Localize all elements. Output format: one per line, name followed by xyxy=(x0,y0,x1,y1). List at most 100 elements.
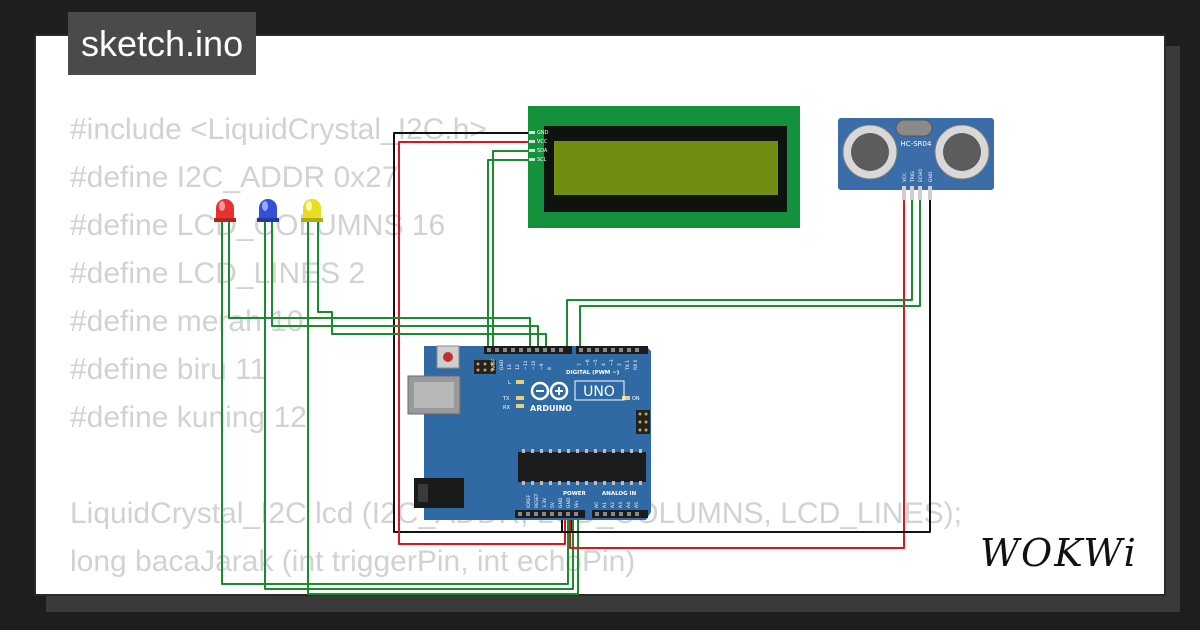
sensor-pin-label: GND xyxy=(928,171,934,182)
usb-port-inner xyxy=(414,382,454,408)
wire-led-blue-cathode[interactable] xyxy=(264,222,574,590)
sensor-transmitter-mesh xyxy=(851,133,889,171)
pin-label: A2 xyxy=(610,502,616,508)
pin-label: GND xyxy=(566,497,572,508)
logo-ring-left xyxy=(530,381,550,401)
wire-led-blue-anode[interactable] xyxy=(271,222,539,350)
digital-header-pins xyxy=(487,348,639,352)
arduino-logo: UNO ARDUINO xyxy=(530,380,625,413)
led-yellow[interactable] xyxy=(301,199,323,222)
pin-label: A4 xyxy=(626,502,632,508)
lcd-pin-labels: GND VCC SDA SCL xyxy=(537,130,549,163)
atmega-pins-top xyxy=(522,449,642,453)
sensor-pin-label: TRIG xyxy=(910,171,916,183)
pin-label: A1 xyxy=(602,502,608,508)
on-label: ON xyxy=(632,396,640,402)
led-yellow-highlight xyxy=(306,201,312,211)
pin-label: ~10 xyxy=(531,360,537,370)
lcd-module[interactable]: GND VCC SDA SCL xyxy=(528,106,800,228)
pin-label: ~3 xyxy=(609,359,615,366)
power-label: POWER xyxy=(563,491,587,497)
lcd-pins xyxy=(529,131,535,161)
led-red[interactable] xyxy=(214,199,236,222)
code-line: #define I2C_ADDR 0x27 xyxy=(70,161,399,194)
sensor-pin-label: VCC xyxy=(902,173,908,182)
bottom-pin-labels: IOREF RESET 3.3V 5V GND GND Vin A0 A1 A2… xyxy=(526,493,640,508)
lcd-screen xyxy=(554,141,778,195)
pin-label: ~5 xyxy=(593,359,599,366)
wire-sensor-trig[interactable] xyxy=(566,188,913,350)
pin-label: ~6 xyxy=(585,359,591,366)
wire-led-red-anode[interactable] xyxy=(228,222,531,350)
pin-label: RESET xyxy=(534,493,540,508)
lcd-pin-label: VCC xyxy=(537,139,548,145)
wokwi-logo: WOKWi xyxy=(980,531,1138,575)
arduino-uno[interactable]: AREF GND 13 12 ~11 ~10 ~9 8 7 ~6 ~5 4 ~3… xyxy=(407,345,651,520)
icsp-right-pins xyxy=(638,412,648,432)
wire-led-yellow-anode[interactable] xyxy=(317,222,547,350)
sensor-label: HC-SR04 xyxy=(901,140,932,148)
pin-label: A3 xyxy=(618,502,624,508)
wire-lcd-vcc[interactable] xyxy=(398,141,566,545)
wire-sensor-gnd[interactable] xyxy=(561,188,931,533)
reset-button-cap xyxy=(443,352,453,362)
code-line: #define LCD_LINES 2 xyxy=(70,257,366,290)
icsp-small-pins xyxy=(476,362,494,372)
pin-label: TX 1 xyxy=(625,360,631,371)
led-yellow-base xyxy=(301,218,323,222)
pin-label: 2 xyxy=(617,363,623,366)
icsp-header-small xyxy=(474,360,496,374)
pin-label: ~11 xyxy=(523,360,529,370)
wire-led-red-cathode[interactable] xyxy=(221,222,569,585)
analog-label: ANALOG IN xyxy=(602,491,637,497)
wire-lcd-sda[interactable] xyxy=(492,150,531,350)
sensor-crystal xyxy=(895,119,933,137)
wire-lcd-scl[interactable] xyxy=(487,159,531,350)
sensor-pin-label: ECHO xyxy=(918,169,924,182)
pin-label: IOREF xyxy=(526,494,532,508)
ultrasonic-sensor[interactable]: HC-SR04 VCC TRIG ECHO GND xyxy=(838,118,994,200)
logo-minus xyxy=(536,390,544,392)
led-red-highlight xyxy=(219,201,225,211)
sensor-pin-labels: VCC TRIG ECHO GND xyxy=(902,169,934,183)
led-blue[interactable] xyxy=(257,199,279,222)
led-label: L xyxy=(508,380,511,386)
code-line: #define kuning 12 xyxy=(70,401,307,434)
wire-sensor-vcc[interactable] xyxy=(569,188,905,549)
pin-label: Vin xyxy=(574,501,580,508)
onboard-leds xyxy=(516,380,630,408)
pin-label: RX 0 xyxy=(633,359,639,370)
pin-label: AREF xyxy=(491,358,497,370)
bottom-header-pins xyxy=(518,512,639,516)
file-name-tab: sketch.ino xyxy=(68,12,257,75)
pin-label: 13 xyxy=(507,364,513,370)
pin-label: 12 xyxy=(515,364,521,370)
arduino-brand-text: ARDUINO xyxy=(530,404,572,413)
led-label: TX xyxy=(502,396,510,402)
atmega-chip xyxy=(518,452,646,482)
uno-text: UNO xyxy=(583,384,615,400)
pin-label: 7 xyxy=(577,363,583,366)
pin-label: GND xyxy=(558,497,564,508)
wire-led-yellow-cathode[interactable] xyxy=(307,222,579,595)
atmega-pins-bottom xyxy=(522,481,642,485)
pin-label: 4 xyxy=(601,363,607,366)
code-line: #define LCD_COLUMNS 16 xyxy=(70,209,446,242)
led-red-base xyxy=(214,218,236,222)
led-label: RX xyxy=(503,405,510,411)
code-line: #define merah 10 xyxy=(70,305,304,338)
lcd-pin-label: SCL xyxy=(537,157,547,163)
top-pin-labels: AREF GND 13 12 ~11 ~10 ~9 8 7 ~6 ~5 4 ~3… xyxy=(491,358,639,371)
pin-label: 3.3V xyxy=(542,497,548,508)
code-line: #define biru 11 xyxy=(70,353,267,386)
wire-sensor-echo[interactable] xyxy=(579,188,921,350)
lcd-pin-label: GND xyxy=(537,130,549,136)
onboard-led-labels: L TX RX ON xyxy=(502,380,640,411)
pin-label: 5V xyxy=(550,501,556,508)
pin-label: GND xyxy=(499,359,505,370)
power-jack-inner xyxy=(418,484,428,502)
lcd-pin-label: SDA xyxy=(537,148,548,154)
wires xyxy=(221,132,931,595)
code-line: long bacaJarak (int triggerPin, int echo… xyxy=(70,545,636,578)
